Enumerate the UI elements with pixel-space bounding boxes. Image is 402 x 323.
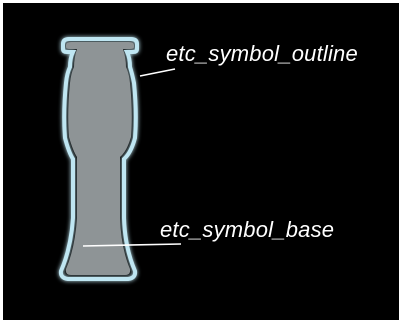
etc-symbol-base xyxy=(65,42,134,275)
base-label: etc_symbol_base xyxy=(160,217,335,242)
base-leader-line xyxy=(82,243,182,247)
outline-leader-line xyxy=(139,68,176,77)
symbol-diagram xyxy=(58,37,182,281)
diagram-canvas: etc_symbol_outline etc_symbol_base xyxy=(3,3,399,320)
outline-label: etc_symbol_outline xyxy=(166,41,358,66)
etc-symbol-outline xyxy=(58,37,139,281)
